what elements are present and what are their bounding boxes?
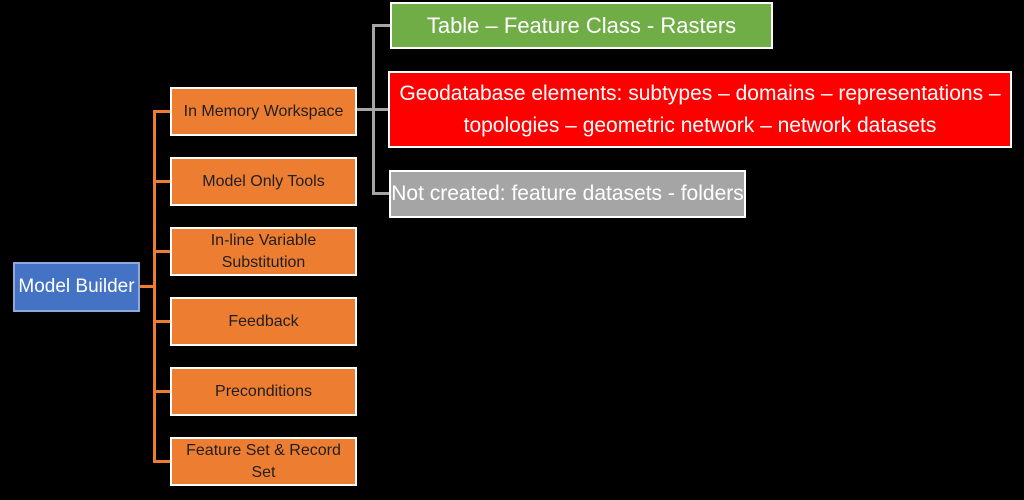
node-feedback: Feedback <box>170 297 357 346</box>
node-preconditions: Preconditions <box>170 367 357 416</box>
connector-root-to-trunk <box>140 285 153 288</box>
connector-branch-in-memory <box>153 110 170 113</box>
node-model-builder: Model Builder <box>13 262 140 312</box>
node-model-only-tools: Model Only Tools <box>170 157 357 206</box>
node-geodatabase-elements: Geodatabase elements: subtypes – domains… <box>388 71 1012 148</box>
connector-gray-trunk <box>372 24 375 195</box>
connector-branch-preconditions <box>153 390 170 393</box>
node-in-memory-workspace: In Memory Workspace <box>170 87 357 136</box>
connector-branch-model-only <box>153 180 170 183</box>
connector-to-green-leaf <box>372 24 390 27</box>
connector-branch-feature-set <box>153 460 170 463</box>
node-inline-variable-substitution: In-line Variable Substitution <box>170 227 357 276</box>
connector-to-gray-leaf <box>372 192 389 195</box>
node-not-created: Not created: feature datasets - folders <box>389 170 746 218</box>
node-feature-set-record-set: Feature Set & Record Set <box>170 437 357 486</box>
connector-branch-inline-var <box>153 250 170 253</box>
node-table-feature-class-rasters: Table – Feature Class - Rasters <box>390 2 773 49</box>
connector-orange-trunk <box>153 110 156 463</box>
connector-branch-feedback <box>153 320 170 323</box>
